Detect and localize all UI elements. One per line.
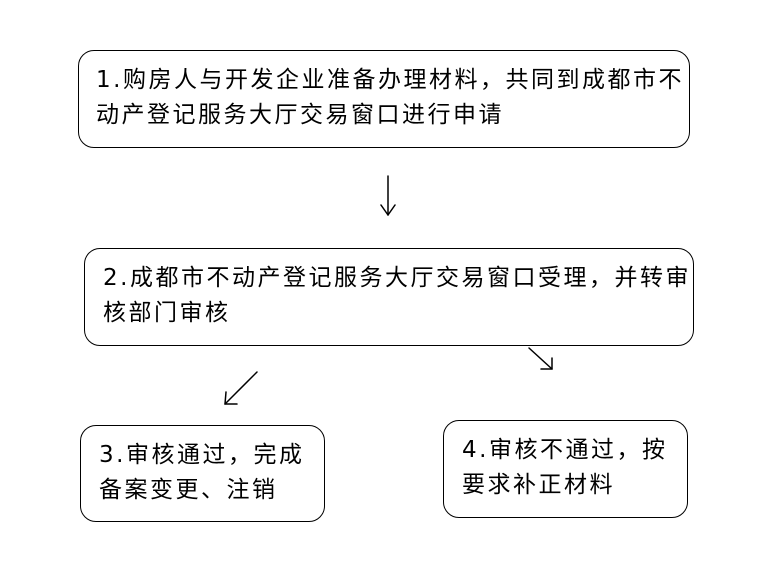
step-1-line-2: 动产登记服务大厅交易窗口进行申请 <box>96 102 504 128</box>
step-4-line-1: 4.审核不通过，按 <box>462 437 668 463</box>
step-2-line-2: 核部门审核 <box>103 300 231 326</box>
step-1-line-1: 1.购房人与开发企业准备办理材料，共同到成都市不 <box>96 67 684 93</box>
step-3-approved-box: 3.审核通过，完成 备案变更、注销 <box>80 425 325 522</box>
step-4-line-2: 要求补正材料 <box>462 472 615 498</box>
step-1-apply-box: 1.购房人与开发企业准备办理材料，共同到成都市不 动产登记服务大厅交易窗口进行申… <box>78 50 690 148</box>
arrow-step-2-to-step-3 <box>224 371 258 405</box>
step-3-line-1: 3.审核通过，完成 <box>99 442 305 468</box>
step-2-accept-box: 2.成都市不动产登记服务大厅交易窗口受理，并转审 核部门审核 <box>84 248 694 346</box>
step-2-line-1: 2.成都市不动产登记服务大厅交易窗口受理，并转审 <box>103 265 691 291</box>
arrow-step-1-to-step-2 <box>380 175 396 216</box>
step-3-line-2: 备案变更、注销 <box>99 477 278 503</box>
arrow-step-2-to-step-4 <box>528 347 553 370</box>
step-4-rejected-box: 4.审核不通过，按 要求补正材料 <box>443 420 688 518</box>
